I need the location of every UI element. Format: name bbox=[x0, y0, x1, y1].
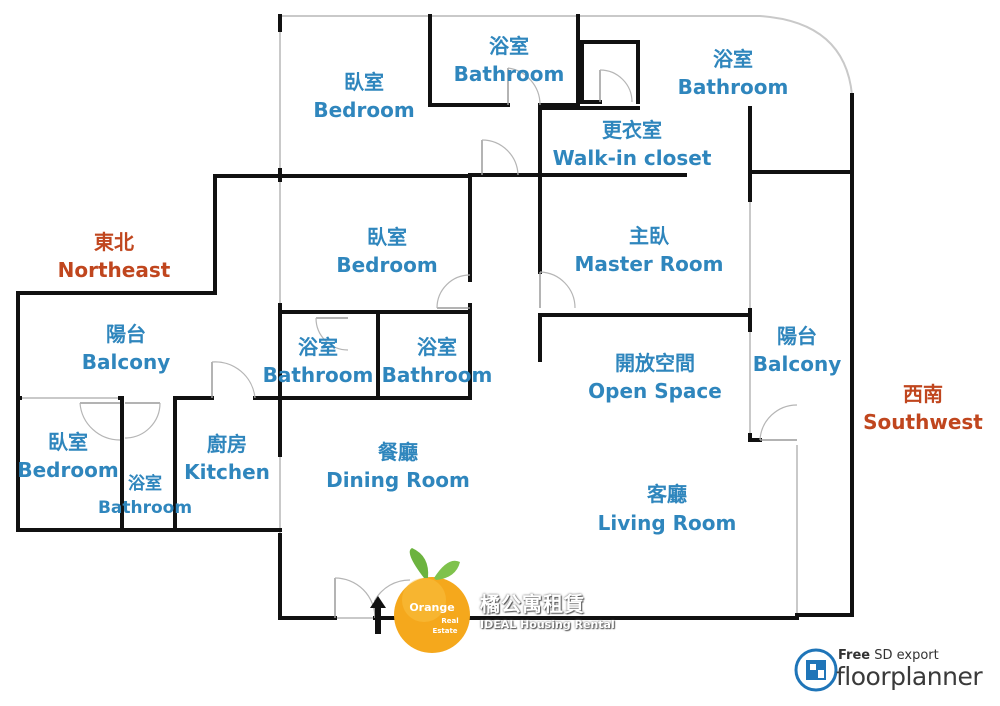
room-bath-top-zh: 浴室 bbox=[489, 34, 529, 58]
room-dining-zh: 餐廳 bbox=[378, 440, 418, 464]
room-labels: 臥室 Bedroom 浴室 Bathroom 浴室 Bathroom 更衣室 W… bbox=[17, 34, 841, 535]
export-bold: Free bbox=[838, 648, 871, 663]
room-bedroom-top-en: Bedroom bbox=[313, 98, 414, 122]
leaf-icon bbox=[434, 560, 460, 580]
room-bath-top-en: Bathroom bbox=[454, 62, 565, 86]
floorplanner-logo-icon bbox=[794, 648, 838, 692]
room-bath-mid1-zh: 浴室 bbox=[298, 335, 338, 359]
room-living-en: Living Room bbox=[598, 511, 737, 535]
orange-real-estate-logo: Orange Real Estate bbox=[394, 548, 470, 653]
room-kitchen-zh: 廚房 bbox=[207, 432, 247, 456]
floorplanner-name: floorplanner bbox=[836, 662, 983, 691]
walls bbox=[16, 14, 854, 620]
logo-line3: Estate bbox=[432, 627, 457, 635]
logo-line1: Orange bbox=[409, 601, 454, 614]
windows bbox=[20, 15, 853, 619]
orange-icon bbox=[394, 577, 470, 653]
room-balcony-left-zh: 陽台 bbox=[106, 322, 146, 346]
room-bedroom-mid-zh: 臥室 bbox=[367, 225, 407, 249]
company-name-en: IDEAL Housing Rental bbox=[480, 618, 615, 631]
room-bedroom-top-zh: 臥室 bbox=[344, 70, 384, 94]
room-open-space-en: Open Space bbox=[588, 379, 722, 403]
floorplanner-branding: Free SD export floorplanner bbox=[792, 646, 992, 698]
room-walkin-en: Walk-in closet bbox=[553, 146, 712, 170]
compass-northeast-en: Northeast bbox=[58, 258, 171, 282]
compass-northeast-zh: 東北 bbox=[94, 230, 134, 254]
room-bath-small-en: Bathroom bbox=[98, 498, 192, 518]
company-name: 橘公寓租賃 IDEAL Housing Rental bbox=[400, 550, 630, 660]
room-kitchen-en: Kitchen bbox=[184, 460, 270, 484]
room-balcony-right-zh: 陽台 bbox=[777, 324, 817, 348]
room-bath-topright-en: Bathroom bbox=[678, 75, 789, 99]
entrance-arrow-icon bbox=[370, 596, 386, 634]
room-balcony-left-en: Balcony bbox=[82, 350, 170, 374]
room-master-en: Master Room bbox=[575, 252, 724, 276]
leaf-icon bbox=[409, 548, 429, 578]
export-rest: SD export bbox=[870, 648, 939, 663]
room-bath-mid2-zh: 浴室 bbox=[417, 335, 457, 359]
room-bedroom-mid-en: Bedroom bbox=[336, 253, 437, 277]
compass-southwest-zh: 西南 bbox=[903, 382, 943, 406]
room-balcony-right-en: Balcony bbox=[753, 352, 841, 376]
room-master-zh: 主臥 bbox=[629, 224, 670, 248]
floorplanner-export-label: Free SD export bbox=[838, 648, 939, 663]
room-bedroom-left-en: Bedroom bbox=[17, 458, 118, 482]
company-name-zh: 橘公寓租賃 bbox=[480, 592, 585, 616]
compass-southwest-en: Southwest bbox=[863, 410, 983, 434]
room-bath-small-zh: 浴室 bbox=[128, 473, 162, 494]
logo-line2: Real bbox=[441, 617, 458, 625]
room-bath-topright-zh: 浴室 bbox=[713, 47, 753, 71]
room-bedroom-left-zh: 臥室 bbox=[48, 430, 88, 454]
room-open-space-zh: 開放空間 bbox=[615, 351, 695, 375]
room-dining-en: Dining Room bbox=[326, 468, 470, 492]
room-bath-mid1-en: Bathroom bbox=[263, 363, 374, 387]
doors bbox=[79, 67, 798, 619]
room-bath-mid2-en: Bathroom bbox=[382, 363, 493, 387]
room-living-zh: 客廳 bbox=[646, 482, 687, 506]
room-walkin-zh: 更衣室 bbox=[602, 118, 662, 142]
compass-labels: 東北 Northeast 西南 Southwest bbox=[58, 230, 984, 434]
